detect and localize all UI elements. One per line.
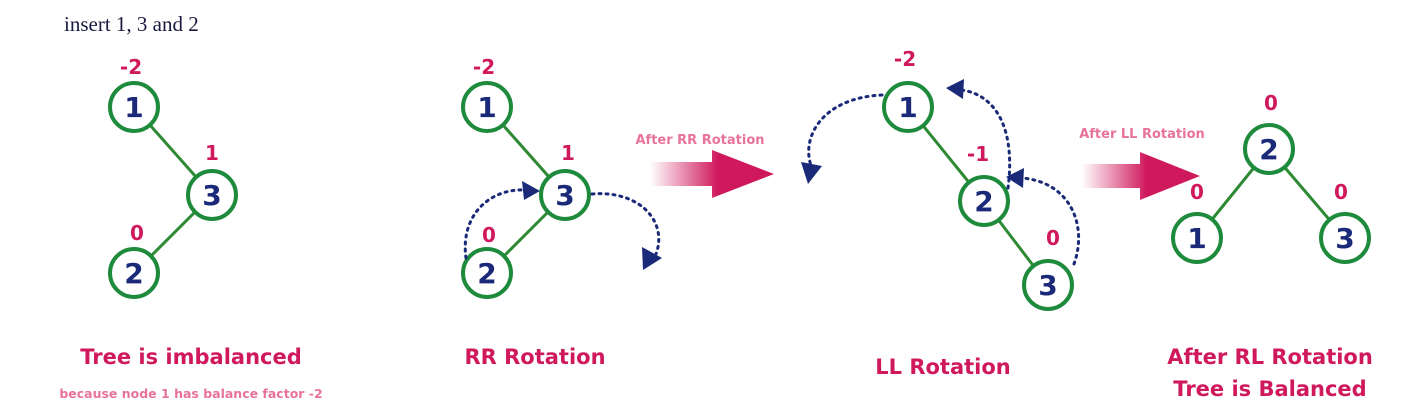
balance-factor: -2 (894, 47, 916, 71)
node-key: 1 (477, 91, 496, 124)
tree-node (958, 175, 1010, 227)
node-key: 2 (1259, 133, 1278, 166)
panel-subcaption: because node 1 has balance factor -2 (59, 386, 322, 401)
balance-factor: 1 (561, 141, 575, 165)
balance-factor: 0 (1046, 226, 1060, 250)
balance-factor: -2 (473, 55, 495, 79)
panel-caption: LL Rotation (875, 355, 1011, 379)
rotation-arrow (590, 192, 661, 256)
panel-ll-rotation: 1 -2 2 -1 3 0 LL Rotation (801, 47, 1081, 379)
rotation-arrow (960, 88, 1012, 190)
panel-caption-line1: After RL Rotation (1167, 345, 1373, 369)
arrowhead-icon (1006, 168, 1024, 188)
transition-label: After LL Rotation (1079, 127, 1205, 142)
transition-label: After RR Rotation (635, 133, 764, 148)
node-key: 3 (1335, 222, 1354, 255)
tree-node (108, 81, 160, 133)
rotation-arrow (1020, 176, 1081, 266)
tree-node (108, 247, 160, 299)
node-key: 3 (555, 179, 574, 212)
tree-node (1171, 212, 1223, 264)
tree-node (461, 247, 513, 299)
big-arrow-icon (650, 150, 774, 198)
balance-factor: 1 (205, 141, 219, 165)
transition-ll: After LL Rotation (1079, 127, 1205, 200)
node-key: 1 (898, 91, 917, 124)
balance-factor: 0 (1264, 91, 1278, 115)
node-key: 1 (1187, 222, 1206, 255)
node-key: 1 (124, 91, 143, 124)
panel-caption: RR Rotation (464, 345, 605, 369)
balance-factor: 0 (1190, 180, 1204, 204)
tree-node (461, 81, 513, 133)
node-key: 2 (477, 257, 496, 290)
node-key: 2 (974, 185, 993, 218)
rotation-arrow (463, 188, 528, 260)
tree-node (1022, 259, 1074, 311)
header-text: insert 1, 3 and 2 (64, 12, 199, 36)
panel-imbalanced: 1 -2 3 1 2 0 Tree is imbalanced because … (59, 55, 322, 401)
balance-factor: 0 (130, 221, 144, 245)
tree-node (539, 169, 591, 221)
tree-node (186, 169, 238, 221)
node-key: 3 (202, 179, 221, 212)
node-key: 2 (124, 257, 143, 290)
arrowhead-icon (522, 181, 540, 200)
node-key: 3 (1038, 269, 1057, 302)
tree-node (1243, 123, 1295, 175)
panel-caption: Tree is imbalanced (80, 345, 302, 369)
panel-balanced: 2 0 1 0 3 0 After RL Rotation Tree is Ba… (1167, 91, 1373, 401)
balance-factor: -1 (967, 142, 989, 166)
tree-node (1319, 212, 1371, 264)
arrowhead-icon (946, 79, 964, 99)
transition-rr: After RR Rotation (635, 133, 774, 198)
arrowhead-icon (642, 247, 662, 270)
tree-node (882, 81, 934, 133)
balance-factor: 0 (482, 223, 496, 247)
balance-factor: 0 (1334, 180, 1348, 204)
rotation-arrow (807, 93, 884, 170)
panel-rr-rotation: 1 -2 3 1 2 0 RR Rotation (461, 55, 662, 369)
arrowhead-icon (801, 162, 822, 184)
big-arrow-icon (1082, 152, 1200, 200)
panel-caption-line2: Tree is Balanced (1173, 377, 1366, 401)
balance-factor: -2 (120, 55, 142, 79)
